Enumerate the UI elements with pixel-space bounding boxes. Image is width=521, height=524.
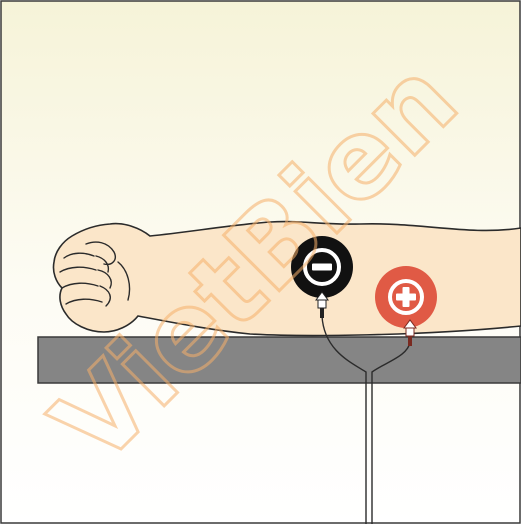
positive-electrode: +: [375, 266, 437, 328]
